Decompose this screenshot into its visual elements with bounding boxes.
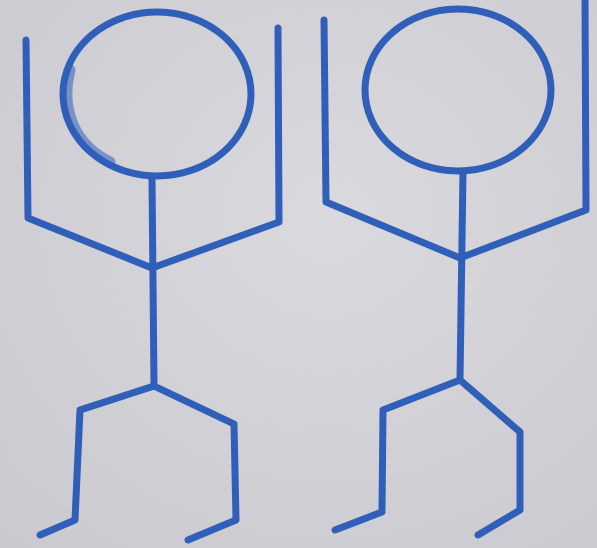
right-figure-head bbox=[361, 5, 555, 175]
left-figure-left-arm bbox=[22, 36, 156, 272]
left-figure-right-leg bbox=[150, 382, 240, 544]
right-figure-right-arm bbox=[456, 0, 590, 262]
right-figure-right-leg bbox=[456, 376, 524, 539]
left-figure-left-leg bbox=[36, 382, 158, 539]
stick-figure-left bbox=[22, 8, 283, 544]
stick-figure-right bbox=[320, 0, 590, 539]
right-figure-left-leg bbox=[331, 376, 464, 534]
right-figure-body bbox=[456, 168, 467, 384]
left-figure-body bbox=[148, 174, 158, 390]
left-figure-right-arm bbox=[148, 24, 283, 272]
left-figure-head-shade bbox=[61, 64, 116, 168]
right-figure-left-arm bbox=[320, 16, 464, 262]
